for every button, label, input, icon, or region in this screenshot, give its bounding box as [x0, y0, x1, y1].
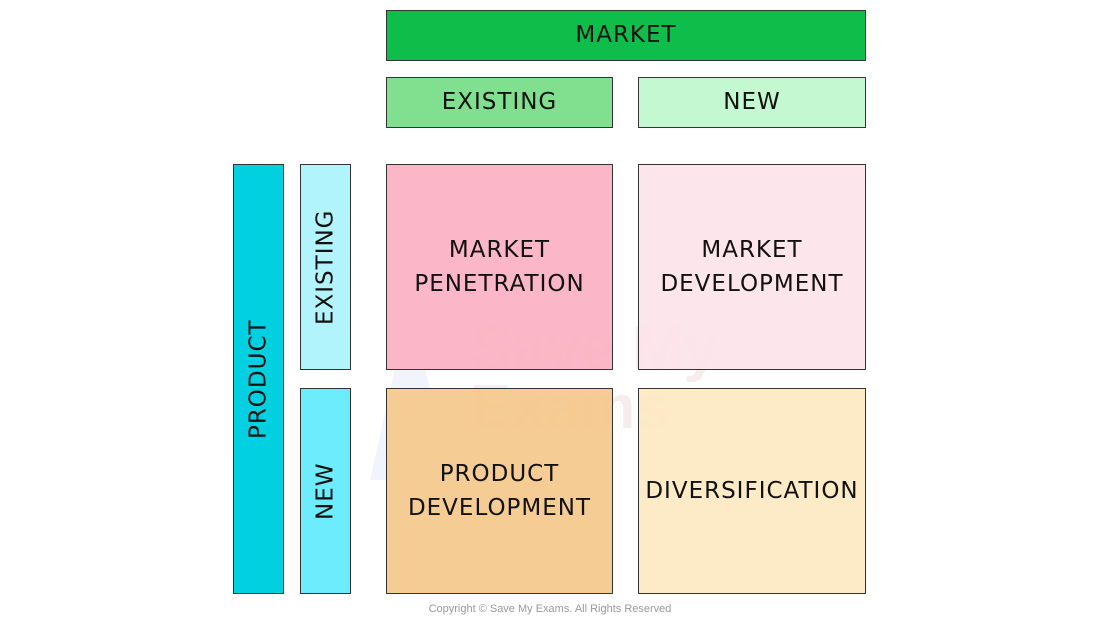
market-existing-header: EXISTING — [386, 77, 613, 128]
quadrant-market-development: MARKET DEVELOPMENT — [638, 164, 866, 370]
quadrant-label-line1: MARKET — [701, 236, 803, 263]
product-new-label: NEW — [312, 462, 339, 520]
market-header: MARKET — [386, 10, 866, 61]
market-new-label: NEW — [723, 89, 781, 116]
product-header-label: PRODUCT — [245, 319, 272, 439]
quadrant-label-line1: PRODUCT — [439, 460, 560, 487]
market-header-label: MARKET — [575, 22, 677, 49]
quadrant-label-line1: DIVERSIFICATION — [645, 477, 859, 504]
product-header: PRODUCT — [233, 164, 284, 594]
product-new-header: NEW — [300, 388, 351, 594]
quadrant-label-line2: PENETRATION — [414, 271, 585, 297]
quadrant-label-line1: MARKET — [448, 236, 551, 263]
market-new-header: NEW — [638, 77, 866, 128]
market-existing-label: EXISTING — [441, 89, 558, 116]
quadrant-market-penetration: MARKET PENETRATION — [386, 164, 613, 370]
quadrant-diversification: DIVERSIFICATION — [638, 388, 866, 594]
product-existing-label: EXISTING — [312, 209, 339, 325]
product-existing-header: EXISTING — [300, 164, 351, 370]
quadrant-product-development: PRODUCT DEVELOPMENT — [386, 388, 613, 594]
quadrant-label-line2: DEVELOPMENT — [660, 271, 844, 297]
copyright-text: Copyright © Save My Exams. All Rights Re… — [428, 603, 672, 615]
quadrant-label-line2: DEVELOPMENT — [407, 495, 592, 521]
